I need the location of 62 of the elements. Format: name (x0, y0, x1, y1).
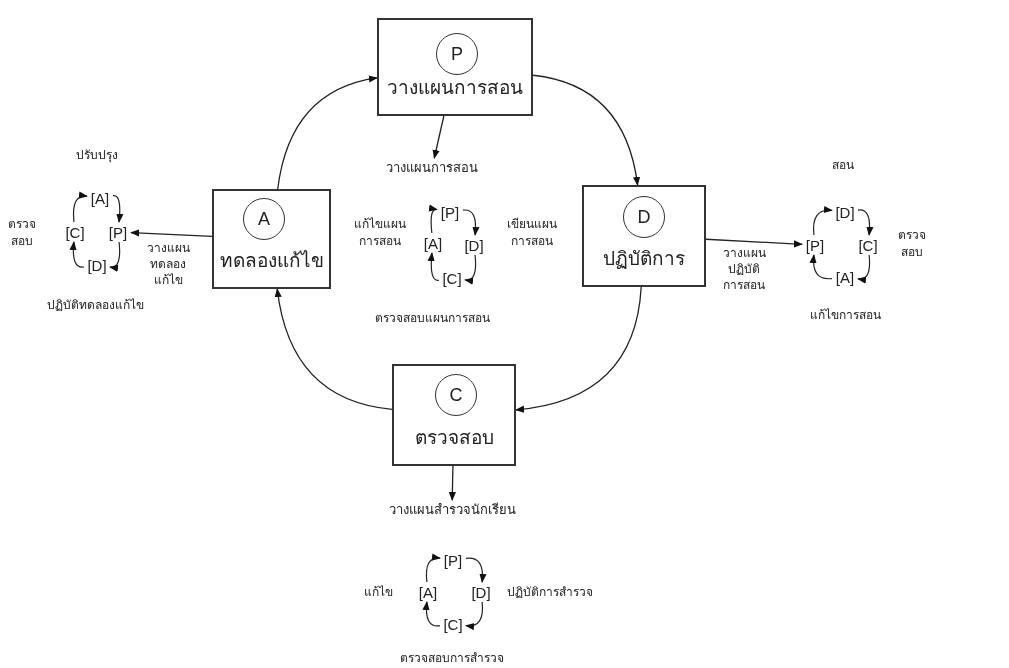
cycle-caption: ตรวจ สอบ (7, 216, 37, 250)
cycle-caption: แก้ไขแผน การสอน (353, 216, 407, 250)
cycle-letter: [P] (440, 550, 466, 570)
cycle-letter: [A] (415, 582, 441, 602)
cycle-letter: [A] (420, 233, 446, 253)
cycle-caption: ตรวจสอบการสำรวจ (399, 650, 505, 667)
cycle-arrow (72, 192, 88, 223)
cycle-arrow (109, 241, 121, 272)
cycle-letter: [A] (832, 267, 858, 287)
cycle-arrow (465, 601, 484, 630)
cycle-letter: [D] (84, 255, 110, 275)
arrow (130, 229, 213, 237)
cycle-arrow (465, 557, 487, 583)
cycle-letter: [P] (105, 222, 131, 242)
step-text: วางแผนการสอน (372, 158, 492, 178)
node-label: ตรวจสอบ (414, 425, 494, 450)
arrow (705, 238, 803, 248)
cycle-arrow (857, 254, 871, 284)
cycle-letter: [C] (439, 268, 465, 288)
cycle-caption: ตรวจ สอบ (897, 227, 927, 261)
arrow (277, 75, 378, 190)
arrow (448, 465, 456, 501)
node-label: ทดลองแก้ไข (219, 248, 324, 273)
process-box (582, 185, 706, 287)
cycle-letter: [C] (440, 614, 466, 634)
cycle-letter: [D] (832, 202, 858, 222)
cycle-caption: แก้ไข (362, 584, 394, 601)
cycle-arrow (422, 601, 441, 627)
cycle-caption: ปฏิบัติทดลองแก้ไข (45, 297, 145, 314)
cycle-arrow (425, 554, 441, 583)
step-text: วางแผนสำรวจนักเรียน (377, 500, 527, 520)
node-label: วางแผนการสอน (387, 75, 523, 100)
cycle-letter: [D] (461, 235, 487, 255)
arrow (432, 115, 445, 159)
cycle-arrow (464, 254, 477, 285)
cycle-letter: [A] (87, 188, 113, 208)
arrow (274, 288, 393, 410)
cycle-arrow (428, 205, 438, 234)
cycle-arrow (813, 206, 833, 236)
cycle-arrow (809, 254, 833, 280)
cycle-letter: [P] (802, 235, 828, 255)
cycle-letter: [C] (62, 222, 88, 242)
cycle-caption: ปฏิบัติการสำรวจ (506, 584, 594, 601)
arrow (532, 74, 640, 186)
process-box (377, 18, 533, 116)
cycle-letter: [P] (437, 202, 463, 222)
cycle-arrow (69, 241, 85, 268)
cycle-caption: ปรับปรุง (75, 147, 119, 164)
node-label: ปฏิบัติการ (603, 246, 685, 271)
cycle-arrow (112, 194, 124, 223)
cycle-caption: แก้ไขการสอน (808, 307, 882, 324)
cycle-letter: [C] (855, 235, 881, 255)
process-box (212, 189, 331, 289)
cycle-arrow (857, 209, 874, 236)
cycle-arrow (462, 209, 480, 236)
arrow (515, 286, 642, 413)
cycle-caption: สอน (831, 157, 855, 174)
cycle-caption: เขียนแผน การสอน (506, 216, 558, 250)
process-box (392, 364, 516, 466)
cycle-letter: [D] (468, 582, 494, 602)
cycle-caption: ตรวจสอบแผนการสอน (373, 310, 491, 327)
cycle-arrow (427, 252, 440, 281)
